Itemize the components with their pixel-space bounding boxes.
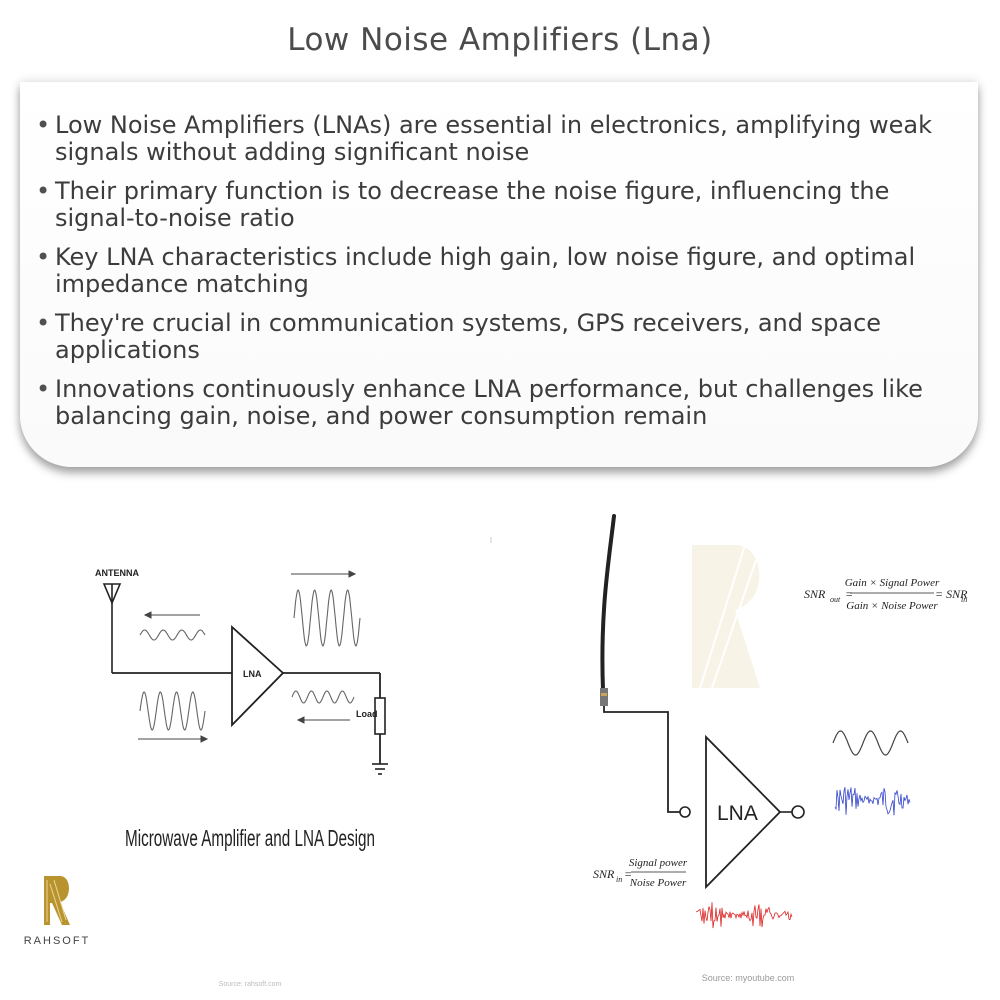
reflected-wave-small: [139, 629, 206, 641]
diagram-caption: Microwave Amplifier and LNA Design: [125, 825, 375, 851]
input-wave: [139, 691, 206, 731]
snr-out-denominator: Gain × Noise Power: [846, 600, 938, 612]
load-resistor: [374, 697, 386, 735]
snr-in-symbol: SNR: [593, 867, 615, 881]
right-source-text: Source: myoutube.com: [702, 973, 795, 983]
antenna-label: ANTENNA: [95, 568, 139, 578]
right-circuit-wires: [603, 706, 680, 813]
lna-amplifier-symbol: [231, 624, 285, 728]
snr-out-subscript: out: [830, 595, 841, 604]
bullet-item: Key LNA characteristics include high gai…: [35, 244, 970, 298]
output-noise-wave: [834, 787, 911, 816]
ground-icon: [372, 763, 388, 775]
svg-text:=: =: [624, 867, 632, 881]
svg-text:=: =: [845, 587, 853, 601]
antenna-icon: [102, 583, 122, 673]
amplified-wave: [293, 589, 361, 647]
bullet-item: Innovations continuously enhance LNA per…: [35, 376, 970, 430]
lna-label: LNA: [243, 669, 262, 679]
output-signal-wave: [832, 730, 909, 756]
bullet-list: Low Noise Amplifiers (LNAs) are essentia…: [35, 112, 970, 442]
right-lna-diagram: LNA SNR out = Gain × Signal Power Gain ×…: [593, 514, 968, 983]
snr-in-subscript: in: [616, 875, 622, 884]
left-lna-diagram: ANTENNA LNA Load: [24, 568, 388, 988]
input-port: [679, 806, 691, 818]
lna-label-right: LNA: [717, 802, 758, 825]
bullet-item: Their primary function is to decrease th…: [35, 178, 970, 232]
output-port: [791, 805, 805, 819]
left-source-text: Source: rahsoft.com: [219, 981, 282, 988]
reflected-wave-load: [291, 690, 355, 704]
load-label: Load: [356, 709, 378, 719]
snr-out-rhs-subscript: in: [961, 595, 967, 604]
signal-arrows: [138, 570, 357, 743]
page-title: Low Noise Amplifiers (Lna): [287, 22, 713, 58]
logo-text: RAHSOFT: [24, 935, 91, 947]
bullet-item: They're crucial in communication systems…: [35, 310, 970, 364]
snr-out-numerator: Gain × Signal Power: [845, 577, 940, 589]
snr-out-formula: SNR out = Gain × Signal Power Gain × Noi…: [804, 577, 968, 612]
lna-amplifier-symbol-right: [705, 734, 782, 890]
snr-out-symbol: SNR: [804, 587, 826, 601]
input-noise-wave: [695, 902, 793, 929]
snr-out-rhs: = SNR: [935, 587, 968, 601]
bullet-item: Low Noise Amplifiers (LNAs) are essentia…: [35, 112, 970, 166]
figures-area: ANTENNA LNA Load: [24, 514, 968, 988]
faded-logo-watermark: [692, 544, 760, 689]
whip-antenna-icon: [600, 514, 616, 706]
circuit-wires: [112, 672, 381, 764]
snr-in-denominator: Noise Power: [629, 877, 687, 889]
snr-in-numerator: Signal power: [629, 857, 688, 869]
rahsoft-logo: RAHSOFT: [24, 876, 91, 947]
snr-in-formula: SNR in = Signal power Noise Power: [593, 857, 688, 889]
